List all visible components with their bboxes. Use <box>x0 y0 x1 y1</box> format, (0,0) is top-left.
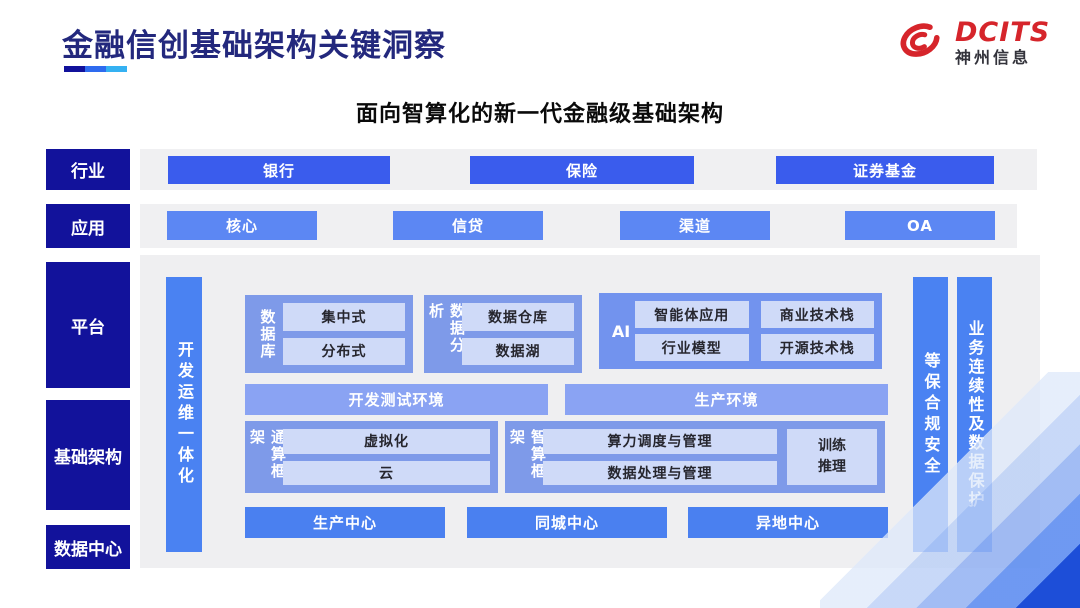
smart-item-compute-scheduling: 算力调度与管理 <box>543 429 777 454</box>
ai-item-commercial-stack: 商业技术栈 <box>760 301 874 328</box>
group-database: 数据库 集中式 分布式 <box>245 295 413 373</box>
industry-item-insurance: 保险 <box>470 156 694 184</box>
group-smart-framework: 智算框架 算力调度与管理 数据处理与管理 训练 推理 <box>505 421 885 493</box>
center-production: 生产中心 <box>245 507 445 538</box>
underline-segment <box>64 66 85 72</box>
logo-text: DCITS 神州信息 <box>955 19 1050 66</box>
general-item-virtualization: 虚拟化 <box>283 429 490 454</box>
analytics-item-lake: 数据湖 <box>462 337 574 365</box>
group-ai-items: 智能体应用 商业技术栈 行业模型 开源技术栈 <box>635 301 874 361</box>
application-item-core: 核心 <box>167 211 317 240</box>
ai-item-opensource-stack: 开源技术栈 <box>760 334 874 361</box>
industry-item-bank: 银行 <box>168 156 390 184</box>
smart-framework-label: 智算框架 <box>508 429 547 480</box>
general-framework-items: 虚拟化 云 <box>283 429 490 485</box>
underline-segment <box>85 66 106 72</box>
underline-segment <box>106 66 127 72</box>
security-compliance-bar: 等保合规安全 <box>913 277 948 552</box>
general-framework-label: 通算框架 <box>248 429 287 480</box>
row-label-datacenter: 数据中心 <box>46 525 130 569</box>
ai-item-agent-app: 智能体应用 <box>635 301 749 328</box>
group-analytics-items: 数据仓库 数据湖 <box>462 303 574 365</box>
business-continuity-bar: 业务连续性及数据保护 <box>957 277 992 552</box>
center-remote: 异地中心 <box>688 507 888 538</box>
dcits-logo: DCITS 神州信息 <box>893 18 1050 68</box>
application-item-oa: OA <box>845 211 995 240</box>
group-general-framework: 通算框架 虚拟化 云 <box>245 421 498 493</box>
row-label-industry: 行业 <box>46 149 130 190</box>
group-analytics: 数据分析 数据仓库 数据湖 <box>424 295 582 373</box>
database-item-centralized: 集中式 <box>283 303 405 331</box>
row-label-application: 应用 <box>46 204 130 248</box>
page-title: 金融信创基础架构关键洞察 <box>62 28 446 64</box>
group-database-label: 数据库 <box>258 308 277 360</box>
analytics-item-warehouse: 数据仓库 <box>462 303 574 331</box>
group-analytics-label: 数据分析 <box>427 303 466 354</box>
industry-item-securities: 证券基金 <box>776 156 994 184</box>
group-database-items: 集中式 分布式 <box>283 303 405 365</box>
application-item-channel: 渠道 <box>620 211 770 240</box>
logo-swirl-icon <box>893 18 947 68</box>
logo-brand: DCITS <box>955 17 1051 49</box>
smart-item-data-processing: 数据处理与管理 <box>543 460 777 485</box>
group-ai: AI 智能体应用 商业技术栈 行业模型 开源技术栈 <box>599 293 882 369</box>
row-label-platform: 平台 <box>46 262 130 388</box>
diagram-subtitle: 面向智算化的新一代金融级基础架构 <box>355 102 724 127</box>
center-same-city: 同城中心 <box>467 507 667 538</box>
row-label-infrastructure: 基础架构 <box>46 400 130 510</box>
title-underline <box>64 66 127 72</box>
group-ai-label: AI <box>611 321 631 341</box>
database-item-distributed: 分布式 <box>283 337 405 365</box>
general-item-cloud: 云 <box>283 460 490 485</box>
ai-item-industry-model: 行业模型 <box>635 334 749 361</box>
smart-framework-items: 算力调度与管理 数据处理与管理 <box>543 429 777 485</box>
env-production: 生产环境 <box>565 384 888 415</box>
logo-company: 神州信息 <box>955 47 1032 67</box>
application-item-credit: 信贷 <box>393 211 543 240</box>
env-dev-test: 开发测试环境 <box>245 384 548 415</box>
devops-bar: 开发运维一体化 <box>166 277 202 552</box>
smart-item-train-inference: 训练 推理 <box>787 429 877 485</box>
